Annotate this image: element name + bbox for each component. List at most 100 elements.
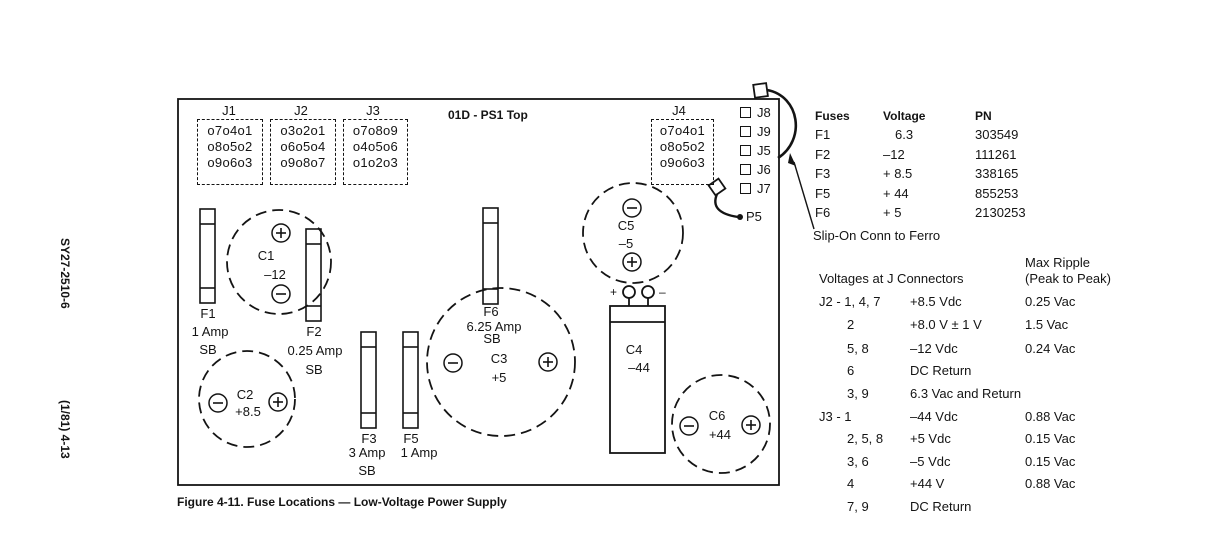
c5-outline xyxy=(582,182,684,284)
c1-name: C1 xyxy=(257,248,275,263)
slip-on-pointer xyxy=(793,161,815,230)
c5-name: C5 xyxy=(617,218,635,233)
j7-label: J7 xyxy=(757,181,771,196)
pin-row: o9o6o3 xyxy=(207,155,253,170)
f6-rating: 6.25 Amp xyxy=(466,319,522,334)
fuse-table-header-voltage: Voltage xyxy=(883,109,926,123)
c3-plus-terminal xyxy=(538,352,558,372)
c6-value: +44 xyxy=(708,427,732,442)
j-table-cell: 0.15 Vac xyxy=(1025,431,1076,446)
j-table-cell: 6 xyxy=(847,363,855,378)
j-table-cell: 7, 9 xyxy=(847,499,869,514)
j-table-cell: 0.25 Vac xyxy=(1025,294,1076,309)
c3-outline xyxy=(426,287,576,437)
c4-name: C4 xyxy=(625,342,643,357)
c4-value: –44 xyxy=(628,360,650,375)
j-table-cell: DC Return xyxy=(910,363,972,378)
j8-label: J8 xyxy=(757,105,771,120)
fuse-table-cell: F1 xyxy=(815,127,831,142)
c2-value: +8.5 xyxy=(235,404,261,419)
fuse-table-cell: 111261 xyxy=(975,147,1017,162)
f2-rating: 0.25 Amp xyxy=(287,343,343,358)
fuse-table-cell: 6.3 xyxy=(895,127,914,142)
figure-caption: Figure 4-11. Fuse Locations — Low-Voltag… xyxy=(177,495,507,509)
fuse-table-cell: F2 xyxy=(815,147,831,162)
j5-jack xyxy=(740,145,751,156)
f6-name: F6 xyxy=(483,304,499,319)
fuse-table-header-fuses: Fuses xyxy=(815,109,850,123)
slip-on-label: Slip-On Conn to Ferro xyxy=(813,228,941,243)
j-table-header: Voltages at J Connectors xyxy=(819,271,964,286)
pin-row: o6o5o4 xyxy=(280,139,326,154)
f2-body xyxy=(305,228,322,322)
j-table-cell: +44 V xyxy=(910,476,945,491)
slip-on-lead xyxy=(766,88,798,160)
j5-label: J5 xyxy=(757,143,771,158)
j-table-cell: 2 xyxy=(847,317,855,332)
fuse-table-header-pn: PN xyxy=(975,109,992,123)
j2-connector: o3o2o1 o6o5o4 o9o8o7 xyxy=(270,119,336,185)
f1-rating: 1 Amp xyxy=(191,324,229,339)
c3-minus-terminal xyxy=(443,353,463,373)
f1-type: SB xyxy=(199,342,217,357)
j8-jack xyxy=(740,107,751,118)
j2-label: J2 xyxy=(294,103,308,118)
f5-body xyxy=(402,331,419,429)
f3-body xyxy=(360,331,377,429)
c1-value: –12 xyxy=(264,267,286,282)
c1-outline xyxy=(226,209,332,315)
j-table-cell: 0.15 Vac xyxy=(1025,454,1076,469)
j-table-cell: 2, 5, 8 xyxy=(847,431,884,446)
fuse-table-cell: + 5 xyxy=(883,205,902,220)
c6-name: C6 xyxy=(708,408,726,423)
fuse-table-cell: F5 xyxy=(815,186,831,201)
j-table-cell: 0.88 Vac xyxy=(1025,409,1076,424)
j3-label: J3 xyxy=(366,103,380,118)
c3-name: C3 xyxy=(490,351,508,366)
j-table-cell: DC Return xyxy=(910,499,972,514)
j9-label: J9 xyxy=(757,124,771,139)
j-table-cell: –5 Vdc xyxy=(910,454,951,469)
j-table-cell: J3 - 1 xyxy=(819,409,852,424)
j4-connector: o7o4o1 o8o5o2 o9o6o3 xyxy=(651,119,714,185)
j3-connector: o7o8o9 o4o5o6 o1o2o3 xyxy=(343,119,408,185)
c4-plus-sign: + xyxy=(610,285,618,299)
document-id: SY27-2510-6 xyxy=(58,238,72,309)
j-table-cell: +8.0 V ± 1 V xyxy=(910,317,982,332)
pin-row: o9o6o3 xyxy=(659,155,706,170)
j-table-cell: J2 - 1, 4, 7 xyxy=(819,294,881,309)
pin-row: o7o8o9 xyxy=(352,123,399,138)
board-title: 01D - PS1 Top xyxy=(448,108,528,122)
c3-value: +5 xyxy=(491,370,507,385)
c6-outline xyxy=(671,374,771,474)
pin-row: o7o4o1 xyxy=(207,123,253,138)
pin-row: o8o5o2 xyxy=(207,139,253,154)
ripple-header-1: Max Ripple xyxy=(1025,255,1091,270)
fuse-table-cell: + 8.5 xyxy=(883,166,913,181)
slip-on-connector xyxy=(752,82,769,99)
c4-body xyxy=(609,305,666,454)
fuse-table-cell: F3 xyxy=(815,166,831,181)
j-table-cell: 4 xyxy=(847,476,855,491)
c2-minus-terminal xyxy=(208,393,228,413)
ripple-header-2: (Peak to Peak) xyxy=(1025,271,1111,286)
pin-row: o7o4o1 xyxy=(659,123,706,138)
j-table-cell: +5 Vdc xyxy=(910,431,951,446)
pin-row: o4o5o6 xyxy=(352,139,399,154)
board-outline xyxy=(177,98,780,486)
pin-row: o8o5o2 xyxy=(659,139,706,154)
j6-label: J6 xyxy=(757,162,771,177)
j-table-cell: 1.5 Vac xyxy=(1025,317,1069,332)
j6-jack xyxy=(740,164,751,175)
page-number: (1/81) 4-13 xyxy=(58,400,72,459)
c6-minus-terminal xyxy=(679,416,699,436)
fuse-table-cell: + 44 xyxy=(883,186,909,201)
j-table-cell: 0.88 Vac xyxy=(1025,476,1076,491)
j4-label: J4 xyxy=(672,103,686,118)
j7-jack xyxy=(740,183,751,194)
pin-row: o9o8o7 xyxy=(280,155,326,170)
c2-outline xyxy=(198,350,296,448)
f5-name: F5 xyxy=(403,431,419,446)
